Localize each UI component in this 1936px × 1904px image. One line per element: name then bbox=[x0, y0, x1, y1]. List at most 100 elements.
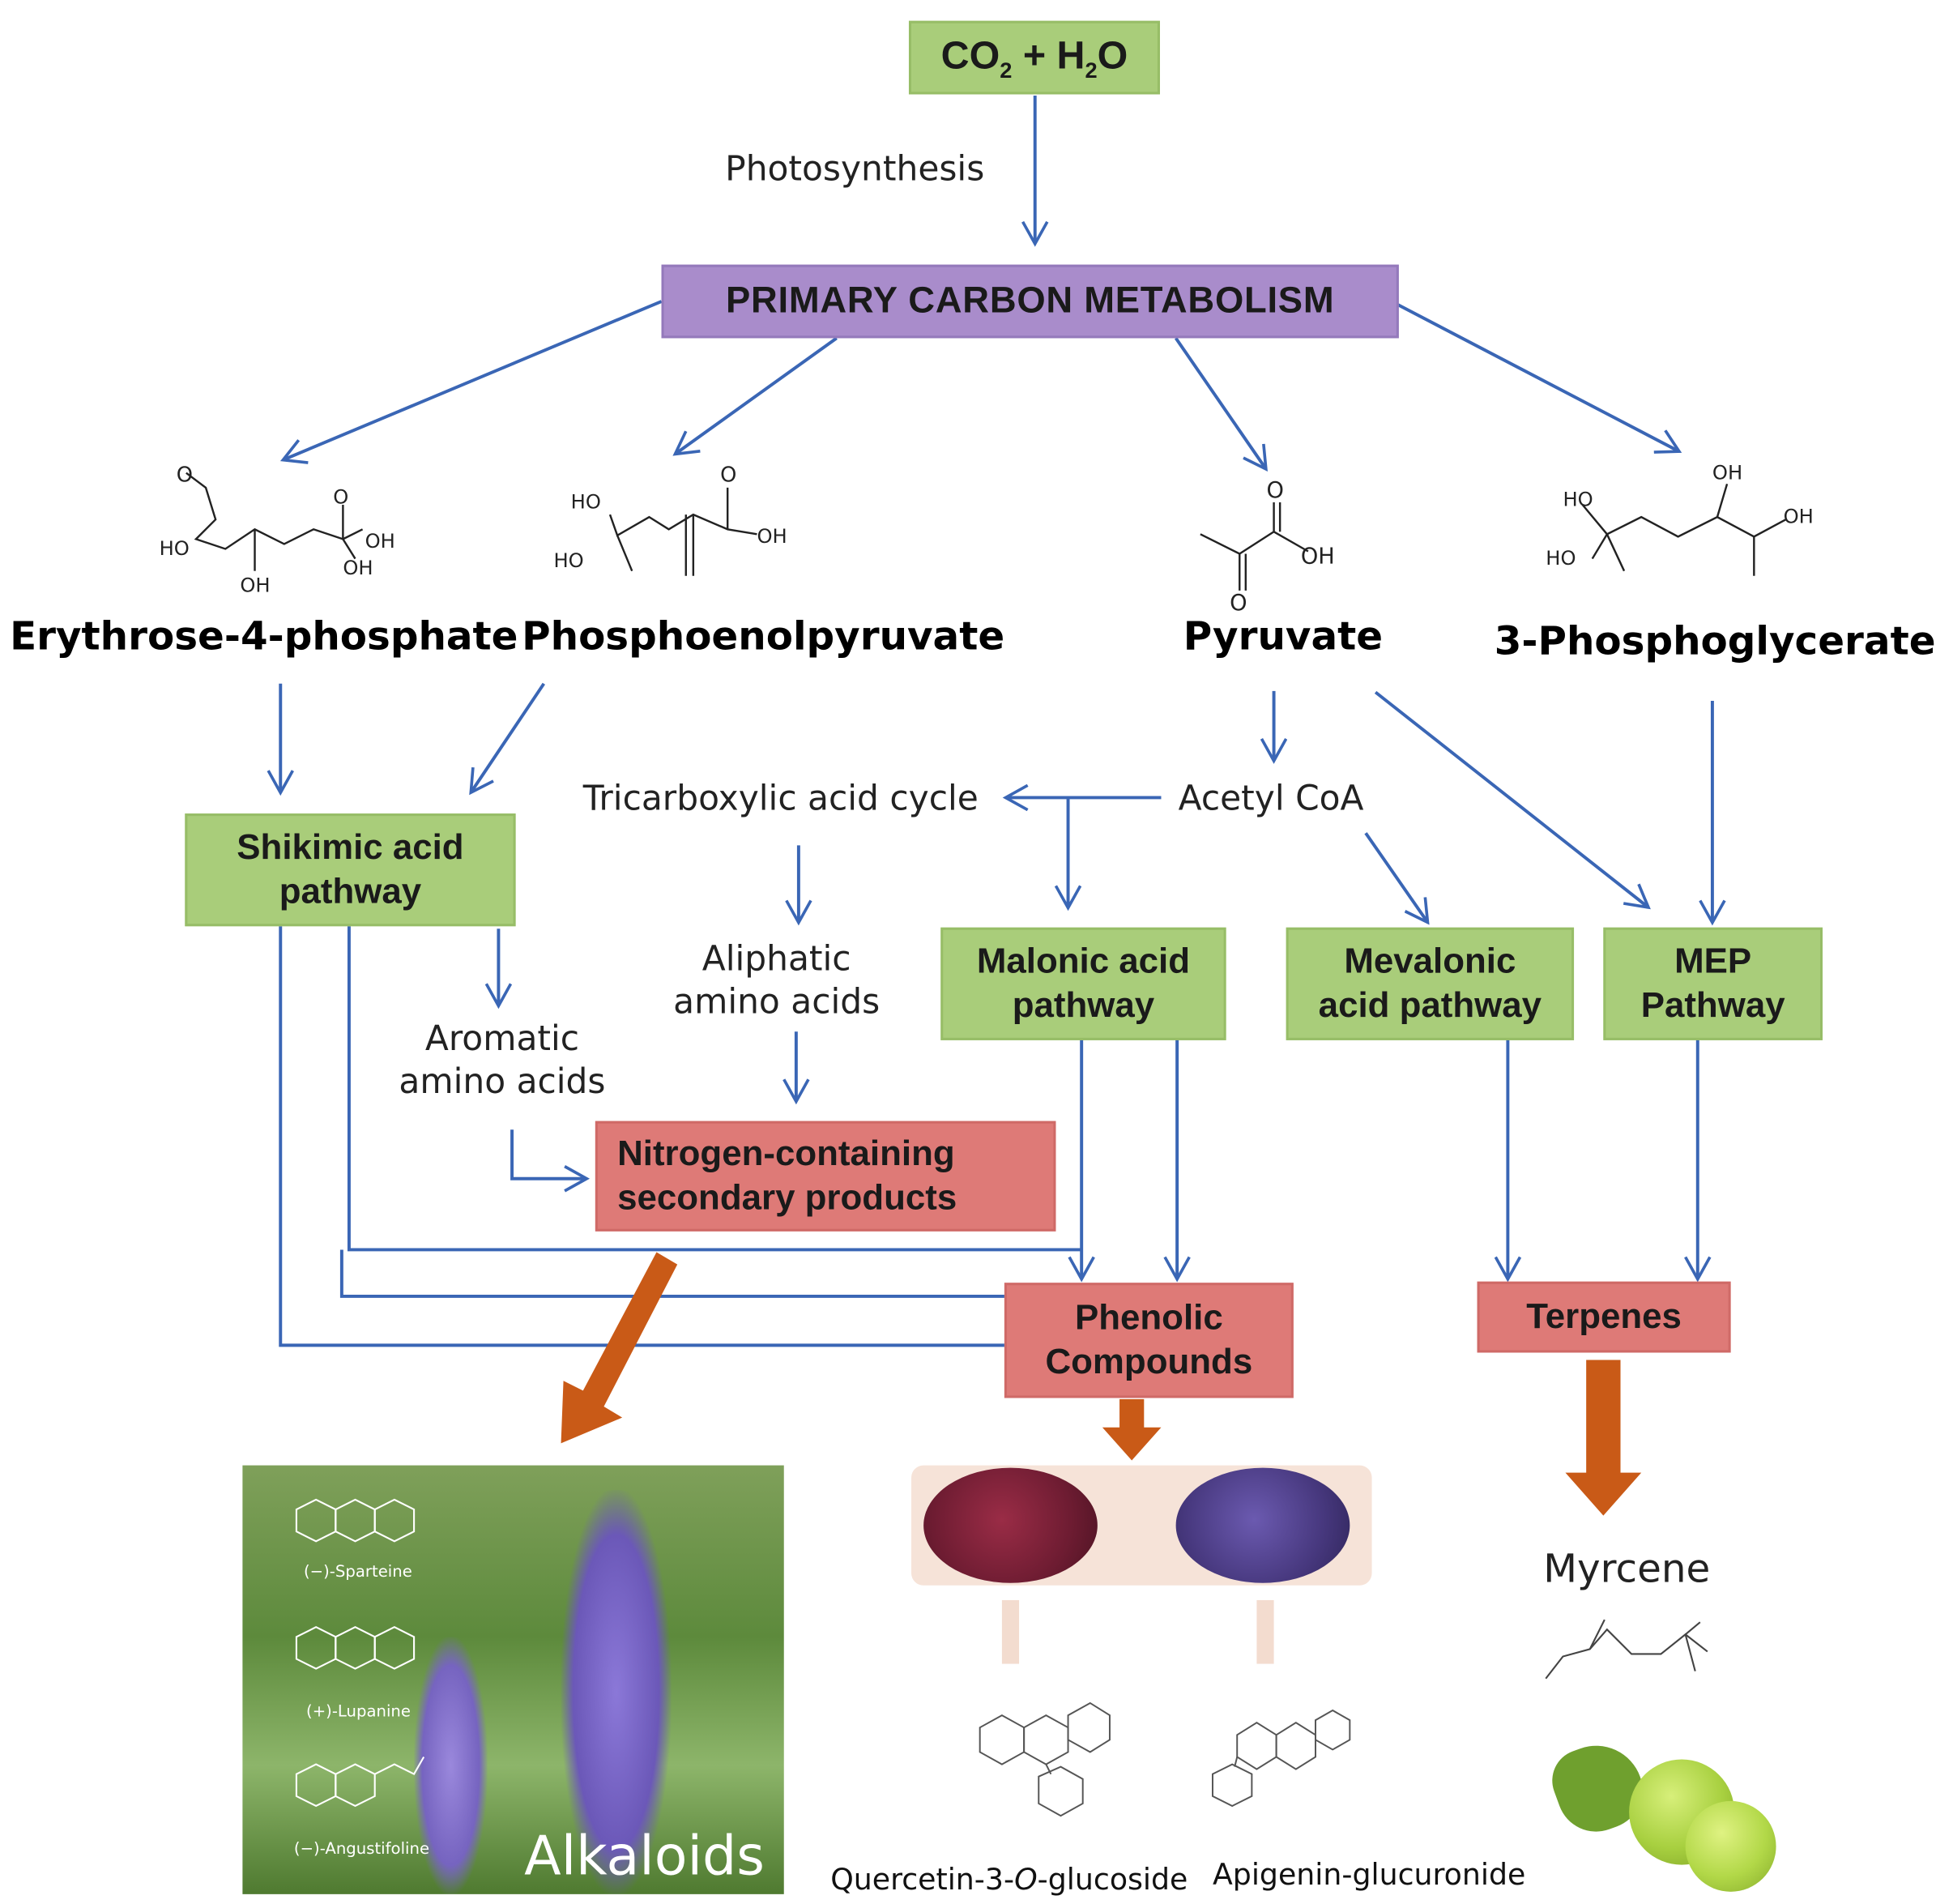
3-phosphoglycerate-label: 3-Phosphoglycerate bbox=[1494, 617, 1936, 664]
e4p-structure bbox=[185, 472, 364, 571]
cornflower-petals-dish bbox=[1175, 1467, 1350, 1583]
pep-atom-o: O bbox=[720, 463, 737, 488]
phenolic-samples-panel bbox=[911, 1465, 1372, 1586]
quercetin-part-b: -glucoside bbox=[1037, 1862, 1188, 1897]
e4p-atom-poh2: OH bbox=[343, 556, 373, 580]
3pg-atom-oh1: OH bbox=[1712, 460, 1743, 485]
rose-petals-dish bbox=[923, 1467, 1098, 1583]
3pg-atom-ho1: HO bbox=[1563, 487, 1593, 511]
malonic-line-2: pathway bbox=[1012, 986, 1155, 1026]
quercetin-part-a: Quercetin-3- bbox=[830, 1862, 1015, 1897]
arrow-to-3pg bbox=[1392, 301, 1678, 451]
faded-arrow-apigenin bbox=[1256, 1599, 1274, 1664]
tca-cycle-label: Tricarboxylic acid cycle bbox=[582, 778, 979, 819]
nitrogen-line-2: secondary products bbox=[617, 1178, 957, 1219]
alkaloids-photo: (−)-Sparteine (+)-Lupanine (−)-Angustifo… bbox=[242, 1465, 784, 1894]
pyruvate-atom-o2: O bbox=[1230, 590, 1247, 617]
pyruvate-atom-oh: OH bbox=[1300, 544, 1335, 570]
pep-structure bbox=[608, 487, 757, 576]
alkaloid-structures bbox=[295, 1498, 425, 1808]
hop-cone-2 bbox=[1685, 1800, 1776, 1892]
sparteine-label: (−)-Sparteine bbox=[304, 1563, 412, 1582]
arrow-to-pep bbox=[676, 336, 838, 453]
line-shikimic-phenolic-1 bbox=[347, 926, 1082, 1252]
plus-h-text: + H bbox=[1012, 32, 1085, 78]
e4p-atom-p-o: O bbox=[333, 485, 349, 509]
phenolic-line-2: Compounds bbox=[1045, 1343, 1253, 1382]
sub-two-a: 2 bbox=[1000, 58, 1013, 83]
orange-arrow-alkaloids bbox=[561, 1252, 678, 1444]
aromatic-line-1: Aromatic bbox=[424, 1018, 580, 1059]
arrow-acetyl-mevalonic bbox=[1364, 832, 1427, 921]
mevalonic-acid-pathway-box: Mevalonic acid pathway bbox=[1286, 927, 1575, 1040]
e4p-atom-ho: HO bbox=[159, 536, 190, 561]
malonic-acid-pathway-box: Malonic acid pathway bbox=[940, 927, 1226, 1040]
arrow-pyruvate-mep bbox=[1374, 690, 1648, 907]
aromatic-line-2: amino acids bbox=[399, 1061, 606, 1102]
erythrose-4-phosphate-label: Erythrose-4-phosphate bbox=[10, 613, 518, 660]
3pg-structure bbox=[1581, 483, 1787, 576]
pyruvate-structure bbox=[1200, 502, 1309, 591]
pyruvate-atom-o1: O bbox=[1266, 477, 1284, 504]
lupine-flower-large bbox=[561, 1489, 672, 1894]
pep-atom-ho2: HO bbox=[553, 549, 584, 573]
o-text: O bbox=[1097, 32, 1128, 78]
mevalonic-line-2: acid pathway bbox=[1318, 986, 1542, 1026]
pyruvate-label: Pyruvate bbox=[1183, 613, 1384, 660]
lupanine-label: (+)-Lupanine bbox=[306, 1702, 412, 1722]
aromatic-amino-acids-label: Aromatic amino acids bbox=[394, 1017, 610, 1103]
pep-atom-ho1: HO bbox=[570, 489, 601, 514]
aliphatic-amino-acids-label: Aliphatic amino acids bbox=[669, 937, 885, 1023]
malonic-line-1: Malonic acid bbox=[976, 941, 1191, 981]
phosphoenolpyruvate-label: Phosphoenolpyruvate bbox=[522, 613, 1005, 660]
co2-h2o-label: CO2 + H2O bbox=[941, 31, 1128, 84]
apigenin-label: Apigenin-glucuronide bbox=[1212, 1857, 1526, 1892]
e4p-atom-poh: OH bbox=[365, 529, 395, 553]
lupine-flower-small bbox=[414, 1637, 488, 1894]
mep-line-2: Pathway bbox=[1640, 986, 1785, 1026]
line-shikimic-phenolic-2 bbox=[339, 1249, 1004, 1298]
co-text: CO bbox=[940, 32, 1000, 78]
arrow-to-pyruvate bbox=[1174, 337, 1265, 467]
primary-carbon-metabolism-box: PRIMARY CARBON METABOLISM bbox=[661, 264, 1399, 339]
aliphatic-line-2: amino acids bbox=[673, 981, 881, 1022]
e4p-atom-o: O bbox=[176, 463, 193, 488]
sub-two-b: 2 bbox=[1085, 58, 1098, 83]
co2-h2o-box: CO2 + H2O bbox=[908, 20, 1160, 95]
myrcene-label: Myrcene bbox=[1543, 1544, 1711, 1592]
arrow-to-e4p bbox=[284, 300, 663, 459]
apigenin-structure bbox=[1211, 1709, 1351, 1808]
mevalonic-line-1: Mevalonic bbox=[1344, 941, 1516, 981]
faded-arrow-quercetin bbox=[1001, 1599, 1020, 1664]
acetyl-coa-label: Acetyl CoA bbox=[1178, 778, 1364, 819]
3pg-atom-oh2: OH bbox=[1783, 505, 1814, 528]
myrcene-structure bbox=[1545, 1619, 1708, 1680]
mep-line-1: MEP bbox=[1674, 941, 1752, 981]
orange-arrow-terpenes bbox=[1565, 1360, 1642, 1516]
mep-pathway-box: MEP Pathway bbox=[1603, 927, 1823, 1040]
pep-atom-oh: OH bbox=[757, 524, 787, 548]
angustifoline-label: (−)-Angustifoline bbox=[293, 1840, 430, 1859]
e4p-atom-oh: OH bbox=[240, 573, 271, 597]
shikimic-line-1: Shikimic acid bbox=[237, 827, 464, 868]
quercetin-structure bbox=[979, 1701, 1111, 1817]
terpenes-box: Terpenes bbox=[1477, 1281, 1731, 1353]
quercetin-part-o: O bbox=[1014, 1862, 1038, 1897]
line-shikimic-phenolic-3 bbox=[279, 926, 1004, 1347]
arrow-pep-shikimic bbox=[471, 682, 546, 792]
arrow-aromatic-nitrogen bbox=[510, 1129, 586, 1178]
aliphatic-line-1: Aliphatic bbox=[701, 938, 851, 980]
quercetin-label: Quercetin-3-O-glucoside bbox=[830, 1863, 1188, 1897]
nitrogen-line-1: Nitrogen-containing bbox=[617, 1133, 955, 1174]
phenolic-line-1: Phenolic bbox=[1074, 1298, 1223, 1338]
shikimic-line-2: pathway bbox=[279, 872, 422, 912]
alkaloids-label: Alkaloids bbox=[524, 1825, 765, 1889]
photosynthesis-label: Photosynthesis bbox=[725, 147, 985, 189]
3pg-atom-ho2: HO bbox=[1546, 546, 1576, 570]
orange-arrow-phenolics bbox=[1102, 1398, 1162, 1461]
